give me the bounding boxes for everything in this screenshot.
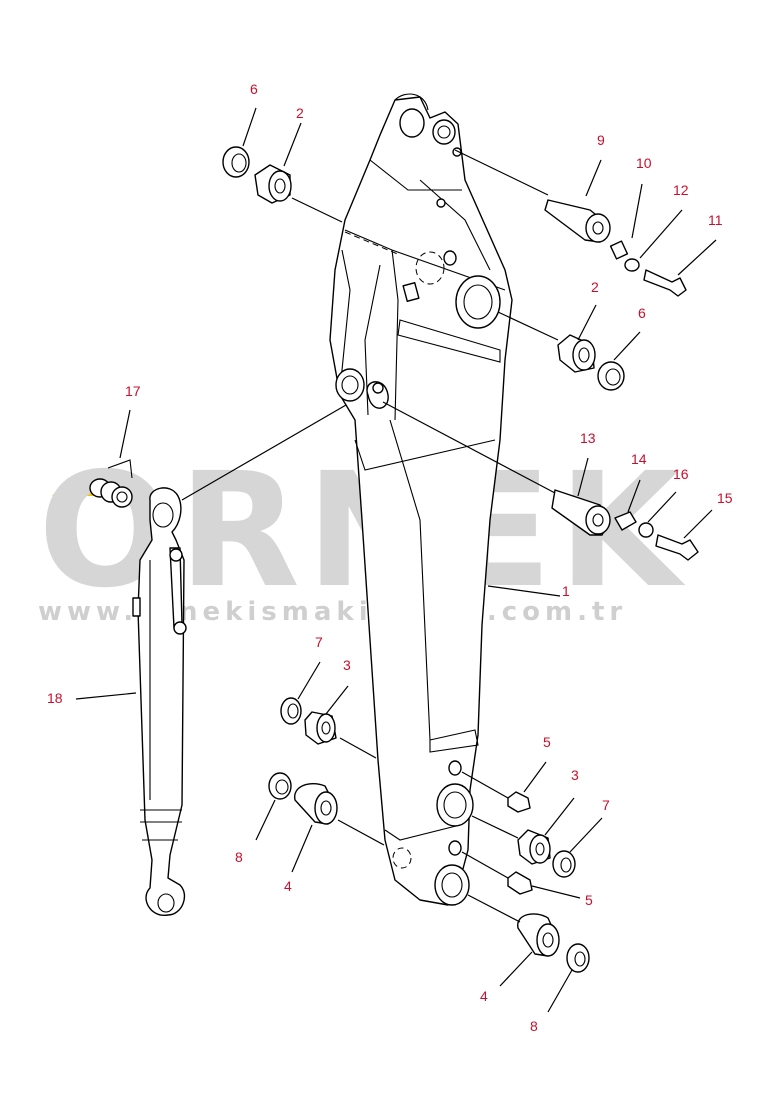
callout-part-2-mid: 2 [591, 279, 599, 295]
callout-part-14: 14 [631, 451, 647, 467]
callout-part-6-top: 6 [250, 81, 258, 97]
callout-part-9: 9 [597, 132, 605, 148]
callout-part-10: 10 [636, 155, 652, 171]
lower-left-parts [268, 697, 385, 846]
callout-part-8-right: 8 [530, 1018, 538, 1034]
watermark-url: www.ornekismakinalari.com.tr [38, 597, 627, 627]
callout-part-5-top: 5 [543, 734, 551, 750]
callout-part-4-right: 4 [480, 988, 488, 1004]
leader-lines [75, 107, 717, 1013]
callout-part-7-right: 7 [602, 797, 610, 813]
top-right-parts [454, 149, 687, 391]
callout-part-3-left: 3 [343, 657, 351, 673]
callout-part-12: 12 [673, 182, 689, 198]
hydraulic-cylinder [132, 487, 187, 916]
callout-part-13: 13 [580, 430, 596, 446]
callout-part-18: 18 [47, 690, 63, 706]
callout-part-15: 15 [717, 490, 733, 506]
callout-part-16: 16 [673, 466, 689, 482]
callout-part-11: 11 [708, 212, 723, 228]
callout-part-5-bottom: 5 [585, 892, 593, 908]
arm-body [329, 93, 513, 906]
callout-labels: 6 2 9 10 12 11 2 6 17 13 14 16 15 1 7 3 … [47, 81, 733, 1034]
callout-part-6-mid: 6 [638, 305, 646, 321]
callout-part-1: 1 [562, 583, 570, 599]
top-left-parts [222, 146, 343, 223]
callout-part-2-top: 2 [296, 105, 304, 121]
callout-part-8-left: 8 [235, 849, 243, 865]
lower-right-parts [461, 771, 590, 973]
callout-part-7-left: 7 [315, 634, 323, 650]
middle-right-parts [89, 401, 699, 561]
callout-part-17: 17 [125, 383, 141, 399]
callout-part-3-right: 3 [571, 767, 579, 783]
callout-part-4-left: 4 [284, 878, 292, 894]
